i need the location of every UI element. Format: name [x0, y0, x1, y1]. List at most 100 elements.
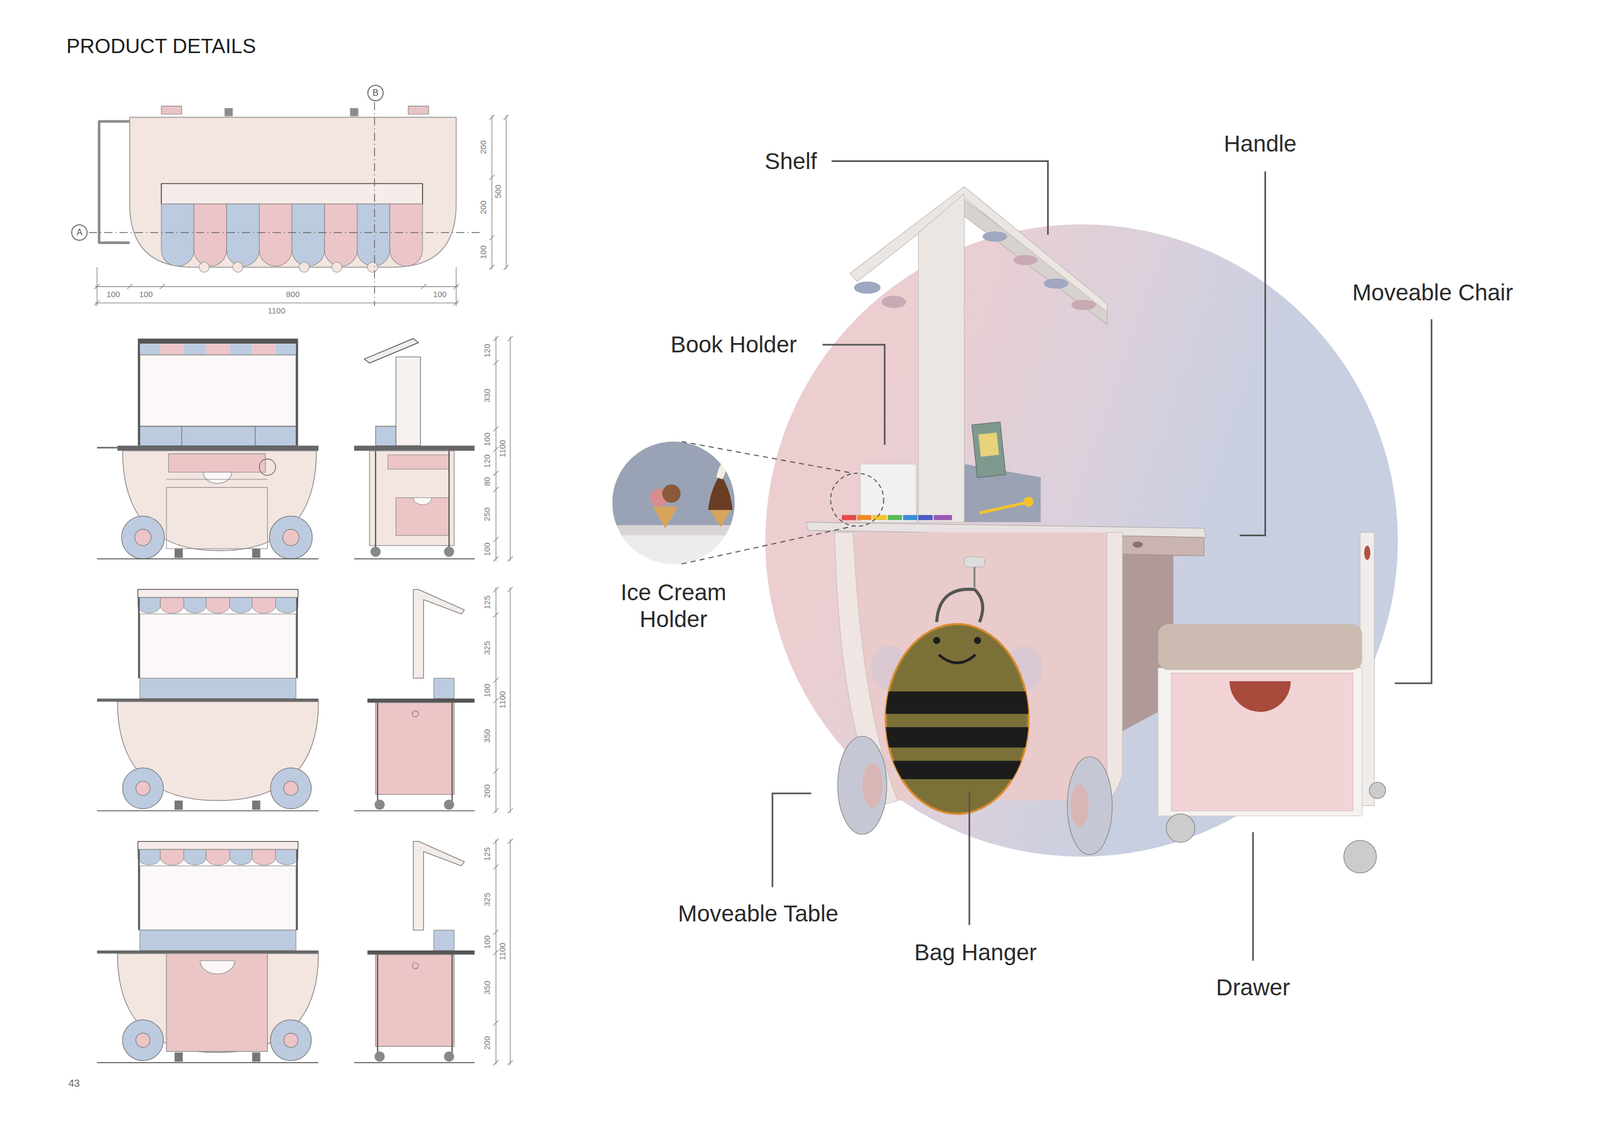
front-door-panel [166, 954, 268, 1053]
top-plan-view-part [232, 262, 244, 273]
section-marker: A [71, 224, 88, 241]
top-plan-view-part [357, 204, 391, 267]
front-elevation-part [168, 453, 266, 473]
front-elevation-part [255, 426, 256, 446]
wheel-part [1067, 757, 1113, 856]
dimension: 100 [139, 290, 153, 300]
dimension: 100 [478, 245, 489, 260]
leader-lines-part [1252, 832, 1255, 962]
zoom-content-part [612, 525, 736, 536]
moveable-table-render-part [1071, 299, 1096, 311]
front-elevation-part [96, 558, 319, 560]
front-elevation-part [252, 549, 261, 559]
dimension-lines-part [507, 587, 513, 593]
top-plan-view [88, 101, 480, 306]
elevation-row-part [122, 767, 164, 810]
elevation-row [96, 841, 475, 1064]
backpack-render [871, 589, 1043, 814]
dimension-lines-part [493, 1060, 499, 1066]
top-plan-view-part [259, 204, 293, 267]
moveable-table-render-part [850, 186, 1108, 313]
dimension-lines-part [493, 864, 499, 870]
moveable-table-render-part [978, 432, 999, 457]
moveable-chair-render-part [1364, 545, 1371, 560]
elevation-row-part [270, 767, 312, 810]
elevation-row-part [206, 597, 230, 614]
dimension: 350 [482, 981, 493, 996]
elevation-row-part [252, 597, 276, 614]
side-elevation-part [369, 451, 455, 546]
wheel-part [862, 763, 883, 808]
dimension-lines-part [455, 267, 457, 306]
front-elevation-part [137, 338, 299, 344]
front-elevation-part [134, 529, 152, 546]
leader-lines-part [772, 793, 812, 888]
front-elevation-part [206, 343, 230, 356]
dimension: 100 [482, 936, 493, 950]
zoom-content-part [708, 474, 733, 511]
side-elevation-part [375, 426, 396, 446]
backpack-stripes [877, 691, 1041, 780]
backpack-stripes-part [877, 691, 1041, 715]
front-elevation-part [137, 343, 161, 356]
elevation-row-part [374, 799, 385, 811]
moveable-table-render-part [964, 199, 1108, 325]
dimension-lines-part [493, 446, 499, 452]
dimension-lines-part [493, 556, 499, 562]
elevation-row-part [375, 702, 455, 795]
front-elevation-part [229, 343, 253, 356]
leader-lines-part [1239, 171, 1266, 536]
moveable-table-render-part [918, 193, 965, 523]
dimension: 1100 [267, 306, 286, 316]
moveable-table-render-part [971, 422, 1006, 478]
moveable-table-render-part [857, 515, 872, 521]
moveable-chair-render-part [1158, 624, 1363, 671]
dimension-lines-part [95, 286, 459, 287]
front-elevation-part [259, 459, 276, 476]
part-label: Moveable Chair [1352, 279, 1513, 306]
zoom-content-part [612, 535, 736, 567]
wheel-part [1070, 784, 1089, 828]
moveable-table-render-part [918, 515, 933, 521]
page-number: 43 [68, 1077, 80, 1090]
dimension-lines-part [493, 839, 499, 845]
backpack-render-part [885, 624, 1029, 815]
dimension: 200 [482, 1036, 493, 1051]
dimension-lines-part [493, 336, 499, 342]
front-elevation-part [140, 426, 297, 446]
elevation-row-part [140, 614, 297, 679]
elevation-row-part [367, 699, 475, 703]
side-elevation-part [354, 445, 475, 451]
elevation-row-part [275, 597, 298, 614]
section-marker: B [367, 84, 384, 102]
top-plan-view-part [193, 204, 227, 267]
dimension: 325 [482, 640, 493, 655]
elevation-row-part [412, 711, 419, 718]
side-elevation-part [370, 546, 381, 558]
moveable-table-render-part [887, 515, 903, 521]
front-elevation-part [174, 549, 183, 559]
backpack-render-part [936, 589, 983, 623]
elevation-row-part [377, 702, 379, 805]
part-label: Ice Cream Holder [602, 579, 745, 633]
front-elevation-part [166, 478, 268, 480]
dimension-lines-part [493, 950, 499, 956]
zoom-content-part [716, 460, 729, 480]
elevation-row-part [174, 800, 183, 811]
dimension-lines-part [493, 587, 499, 593]
dimension-lines-part [507, 336, 513, 342]
dimension-lines-part [493, 808, 499, 814]
dimension-lines-part [95, 302, 459, 304]
dimension: 100 [432, 290, 447, 300]
leader-lines [772, 160, 1432, 961]
part-label: Handle [1223, 130, 1297, 158]
moveable-chair-render-part [1229, 681, 1291, 713]
front-elevation-part [160, 343, 184, 356]
dimension: 1100 [498, 943, 508, 961]
backpack-render-part [938, 655, 976, 664]
side-elevation-part [395, 498, 449, 536]
leader-lines-part [831, 160, 1048, 235]
front-elevation-part [140, 355, 297, 427]
ice-cream-zoom-part [830, 473, 884, 527]
dimension-lines-part [493, 536, 499, 542]
